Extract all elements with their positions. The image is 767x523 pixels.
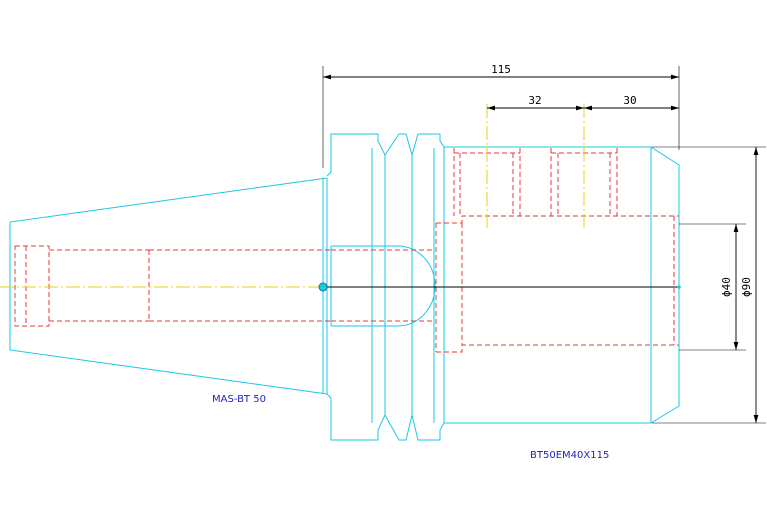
taper-label: MAS-BT 50	[212, 394, 266, 405]
part-number-label: BT50EM40X115	[530, 450, 609, 461]
center-lines	[0, 104, 585, 288]
dim-label-30: 30	[623, 94, 636, 107]
hidden-features	[14, 148, 679, 353]
taper-shank	[9, 177, 328, 395]
dim-label-32: 32	[528, 94, 541, 107]
bore	[436, 215, 679, 224]
dim-label-phi40: ϕ40	[720, 277, 733, 297]
part-outline	[9, 133, 680, 441]
dimensions: 115 32 30 ϕ40 ϕ90	[322, 63, 766, 424]
set-screw-holes	[453, 148, 618, 216]
body	[444, 146, 680, 424]
dim-label-phi90: ϕ90	[740, 277, 753, 297]
origin-point	[318, 282, 328, 292]
dim-label-115: 115	[491, 63, 511, 76]
v-groove	[384, 133, 413, 441]
drive-block	[331, 245, 436, 327]
flange	[326, 133, 386, 441]
collar	[411, 133, 445, 441]
